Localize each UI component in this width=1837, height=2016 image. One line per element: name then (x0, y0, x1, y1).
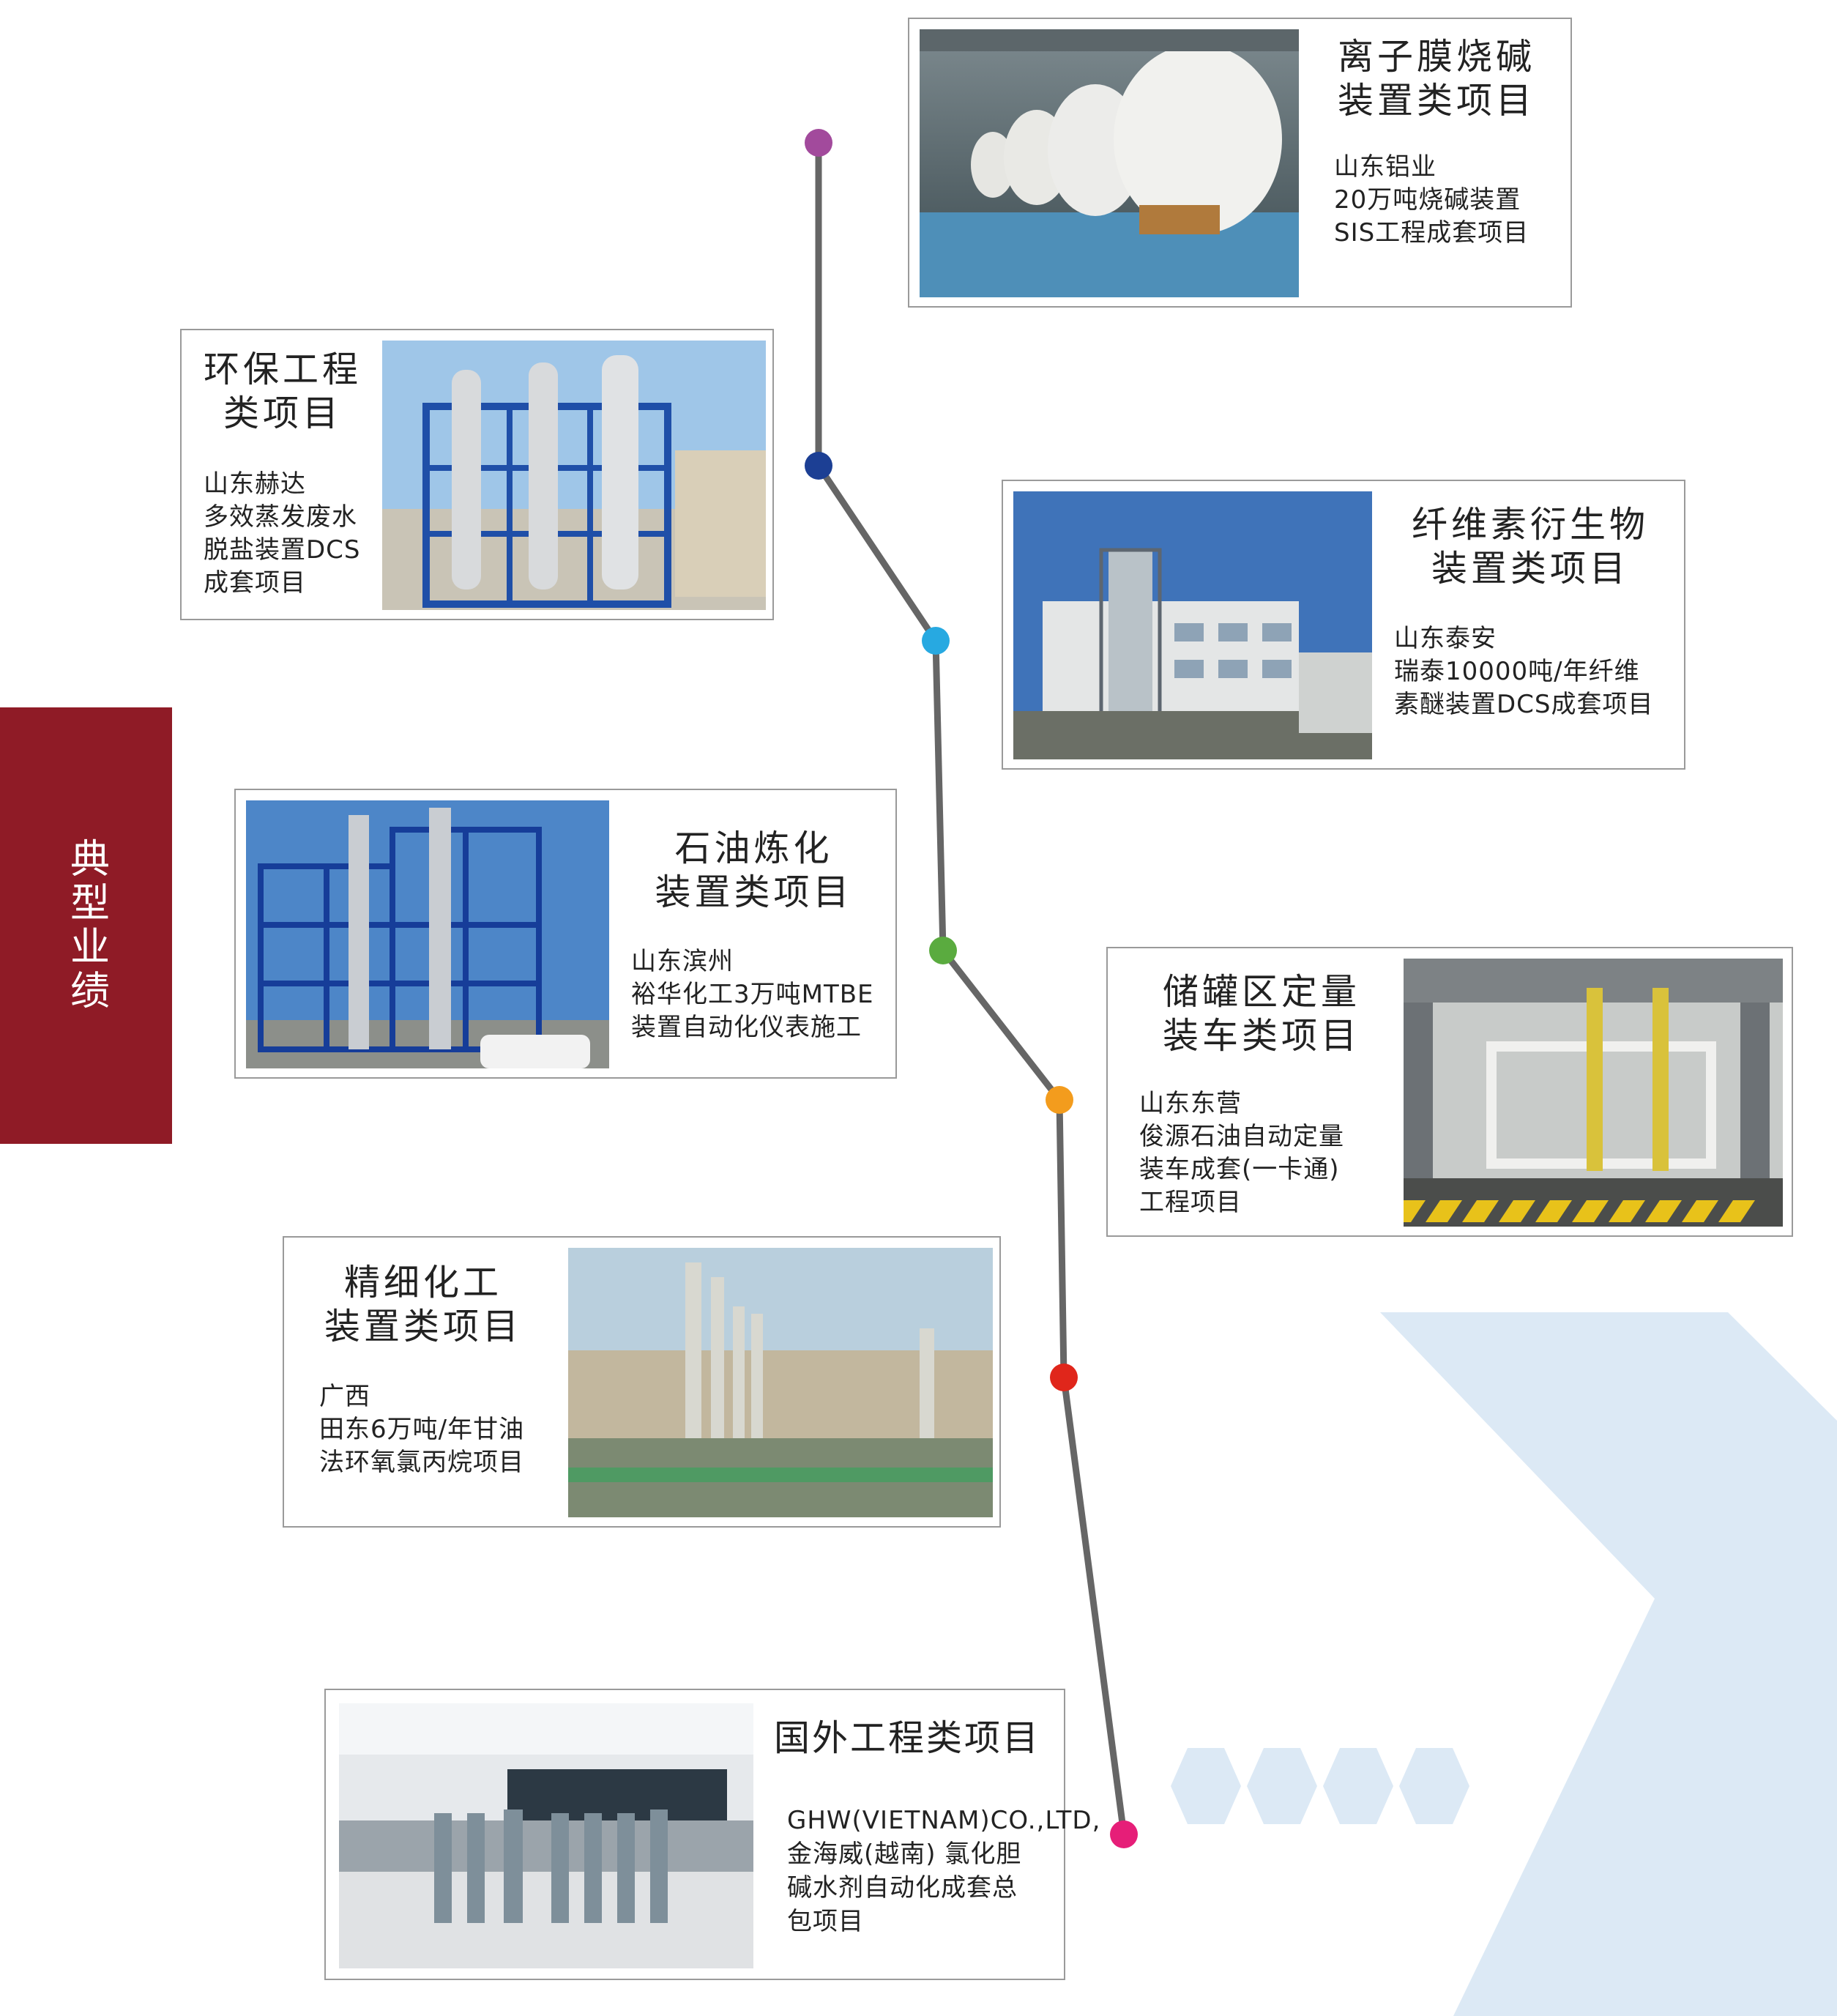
project-description: 广西 田东6万吨/年甘油 法环氧氯丙烷项目 (319, 1382, 525, 1477)
caustic-soda-plant-photo (920, 29, 1299, 297)
project-title: 储罐区定量 装车类项目 (1162, 971, 1360, 1057)
timeline-dot (1050, 1364, 1078, 1391)
project-card: 石油炼化 装置类项目 山东滨州 裕华化工3万吨MTBE 装置自动化仪表施工 (234, 789, 897, 1079)
project-card: 离子膜烧碱 装置类项目 山东铝业 20万吨烧碱装置 SIS工程成套项目 (908, 18, 1572, 308)
project-description: 山东东营 俊源石油自动定量 装车成套(一卡通) 工程项目 (1139, 1089, 1344, 1217)
project-card: 纤维素衍生物 装置类项目 山东泰安 瑞泰10000吨/年纤维 素醚装置DCS成套… (1002, 480, 1685, 770)
section-tab: 典型业绩 (0, 707, 172, 1144)
project-title: 石油炼化 装置类项目 (655, 827, 853, 913)
hexagon-row-decoration (1171, 1748, 1469, 1824)
timeline-dot (805, 129, 832, 157)
project-title: 离子膜烧碱 装置类项目 (1337, 36, 1535, 122)
timeline-dot (805, 452, 832, 480)
project-card: 国外工程类项目 GHW(VIETNAM)CO.,LTD, 金海威(越南) 氯化胆… (324, 1689, 1101, 1980)
project-card: 环保工程 类项目 山东赫达 多效蒸发废水 脱盐装置DCS 成套项目 (180, 329, 774, 620)
project-title: 环保工程 类项目 (203, 349, 362, 434)
project-card: 储罐区定量 装车类项目 山东东营 俊源石油自动定量 装车成套(一卡通) 工程项目 (1106, 947, 1793, 1237)
fine-chemical-plant-photo (568, 1248, 993, 1517)
cellulose-plant-photo (1013, 491, 1372, 759)
control-room-team-photo (339, 1703, 753, 1968)
project-title: 精细化工 装置类项目 (324, 1262, 522, 1347)
section-tab-label: 典型业绩 (63, 838, 110, 1013)
timeline-dot (1046, 1086, 1073, 1114)
project-title: 国外工程类项目 (774, 1717, 1041, 1759)
timeline-dot (1110, 1820, 1138, 1848)
project-title: 纤维素衍生物 装置类项目 (1411, 504, 1649, 589)
tank-loading-photo (1404, 959, 1783, 1227)
project-description: 山东滨州 裕华化工3万吨MTBE 装置自动化仪表施工 (631, 947, 874, 1042)
timeline-dot (929, 937, 957, 964)
evaporation-plant-photo (382, 341, 766, 610)
timeline-dot (922, 627, 950, 655)
project-description: 山东泰安 瑞泰10000吨/年纤维 素醚装置DCS成套项目 (1394, 624, 1654, 719)
project-description: 山东赫达 多效蒸发废水 脱盐装置DCS 成套项目 (204, 469, 361, 598)
project-card: 精细化工 装置类项目 广西 田东6万吨/年甘油 法环氧氯丙烷项目 (283, 1236, 1001, 1528)
project-description: 山东铝业 20万吨烧碱装置 SIS工程成套项目 (1334, 152, 1529, 248)
project-description: GHW(VIETNAM)CO.,LTD, 金海威(越南) 氯化胆 碱水剂自动化成… (787, 1806, 1101, 1936)
refinery-photo (246, 800, 609, 1068)
